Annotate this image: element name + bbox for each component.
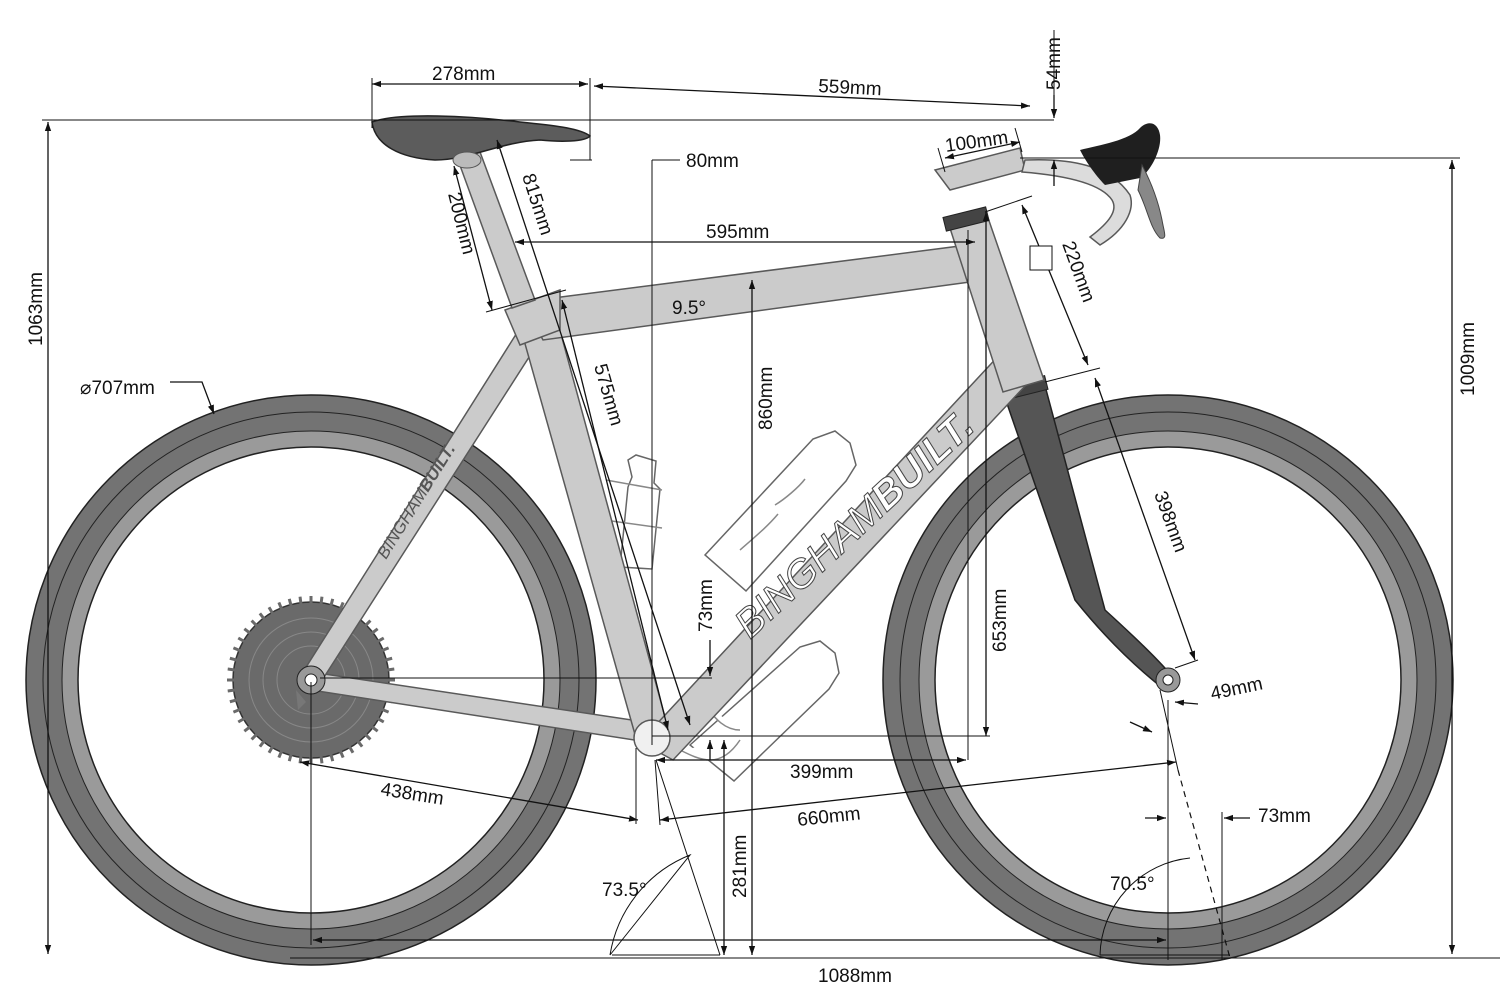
- label-setback: 80mm: [686, 151, 739, 172]
- cassette-tooth: [370, 725, 379, 733]
- cassette-tooth: [227, 688, 236, 693]
- label-bar-height: 1009mm: [1458, 322, 1479, 396]
- cassette-tooth: [338, 749, 345, 759]
- cassette-tooth: [298, 596, 303, 605]
- cassette-tooth: [277, 601, 284, 611]
- label-trail: 73mm: [1258, 806, 1311, 827]
- label-head-angle: 70.5°: [1110, 874, 1155, 895]
- label-overall-height: 1063mm: [26, 272, 47, 346]
- label-bb-height: 281mm: [730, 835, 751, 898]
- cassette-tooth: [243, 627, 252, 635]
- cassette-tooth: [232, 707, 242, 714]
- cassette-tooth: [380, 707, 390, 714]
- label-saddle-length: 278mm: [432, 64, 495, 85]
- cassette-tooth: [329, 753, 335, 762]
- cassette-tooth: [380, 646, 390, 653]
- cassette-tooth: [237, 636, 246, 644]
- cassette-tooth: [277, 749, 284, 759]
- label-front-center: 660mm: [796, 803, 861, 831]
- cassette-tooth: [347, 745, 355, 754]
- head-tube: [947, 211, 1045, 393]
- label-stack: 653mm: [990, 589, 1011, 652]
- cassette-tooth: [258, 739, 266, 748]
- label-bar-drop: 54mm: [1044, 37, 1065, 90]
- top-tube: [520, 245, 971, 341]
- cassette-tooth: [229, 698, 238, 704]
- cassette-tooth: [384, 656, 393, 662]
- cassette-tooth: [237, 716, 246, 724]
- cassette-tooth: [338, 601, 345, 611]
- cassette-tooth: [232, 646, 242, 653]
- cassette-tooth: [258, 612, 266, 621]
- label-head-tube: 220mm: [1057, 239, 1098, 306]
- cassette-tooth: [329, 598, 335, 607]
- label-seat-tube: 575mm: [589, 362, 627, 429]
- cassette-tooth: [319, 755, 324, 764]
- label-standover: 860mm: [756, 367, 777, 430]
- cassette-tooth: [267, 606, 275, 615]
- label-seat-angle: 73.5°: [602, 880, 647, 901]
- cassette-tooth: [370, 627, 379, 635]
- cassette-tooth: [287, 753, 293, 762]
- cassette-tooth: [386, 667, 395, 672]
- label-reach: 399mm: [790, 762, 853, 783]
- label-fork-offset: 49mm: [1209, 673, 1265, 705]
- cassette-tooth: [376, 716, 385, 724]
- cassette-tooth: [229, 656, 238, 662]
- cassette-tooth: [363, 619, 372, 628]
- label-saddle-height: 815mm: [517, 171, 557, 238]
- cassette-tooth: [356, 739, 364, 748]
- rear-hub: [296, 665, 326, 710]
- dimension-lines: [42, 30, 1500, 960]
- front-hub: [1155, 667, 1181, 693]
- cassette-tooth: [250, 619, 259, 628]
- seat-tube-bottle: [619, 454, 661, 570]
- label-wheelbase: 1088mm: [818, 966, 892, 983]
- label-reach-to-bar: 559mm: [818, 76, 882, 100]
- brake-lever: [1137, 163, 1166, 239]
- cassette-tooth: [243, 725, 252, 733]
- downtube-bottle: [703, 430, 857, 593]
- cassette-tooth: [250, 732, 259, 741]
- brake-hood: [1080, 123, 1161, 185]
- label-bb-drop: 73mm: [696, 579, 717, 632]
- label-chainstay: 438mm: [379, 779, 445, 810]
- cassette-tooth: [319, 596, 324, 605]
- label-fork-length: 398mm: [1149, 489, 1190, 556]
- cassette-tooth: [363, 732, 372, 741]
- cassette-tooth: [287, 598, 293, 607]
- cassette-tooth: [267, 745, 275, 754]
- label-wheel-diameter: ⌀707mm: [80, 378, 155, 399]
- cassette-tooth: [376, 636, 385, 644]
- label-effective-top-tube: 595mm: [706, 222, 769, 243]
- cassette-tooth: [227, 667, 236, 672]
- label-top-tube-slope: 9.5°: [672, 298, 706, 319]
